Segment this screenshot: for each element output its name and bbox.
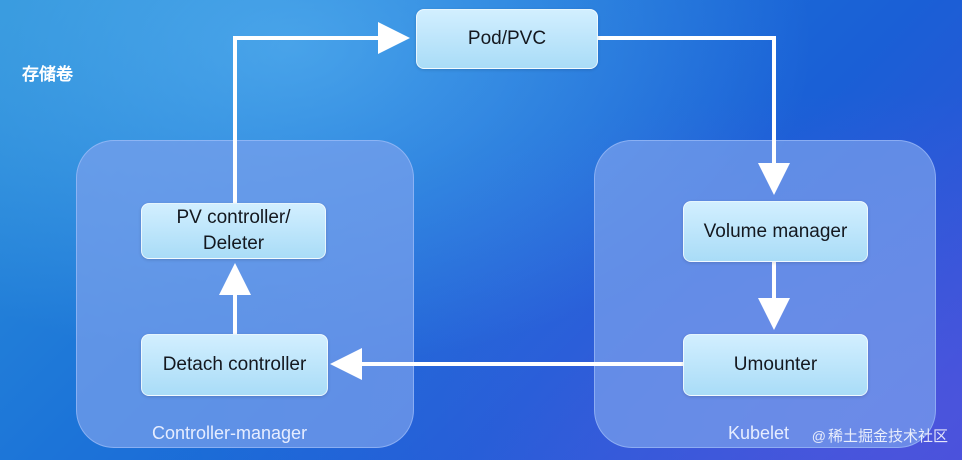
controller-manager-label: Controller-manager [152, 423, 308, 443]
kubelet-label: Kubelet [728, 423, 790, 443]
volume-manager-node: Volume manager [683, 201, 868, 262]
arrow-pod-to-volume-manager [596, 36, 790, 195]
page-title: 存储卷 [22, 65, 73, 84]
detach-controller-node: Detach controller [141, 334, 328, 396]
at-icon: @ [811, 427, 826, 444]
watermark: @ 稀土掘金技术社区 [812, 425, 948, 446]
umounter-node: Umounter [683, 334, 868, 396]
watermark-text: 稀土掘金技术社区 [827, 428, 948, 445]
pv-controller-node: PV controller/ Deleter [141, 203, 326, 259]
pod-pvc-node: Pod/PVC [416, 9, 598, 69]
arrow-pv-controller-to-pod [233, 22, 410, 203]
